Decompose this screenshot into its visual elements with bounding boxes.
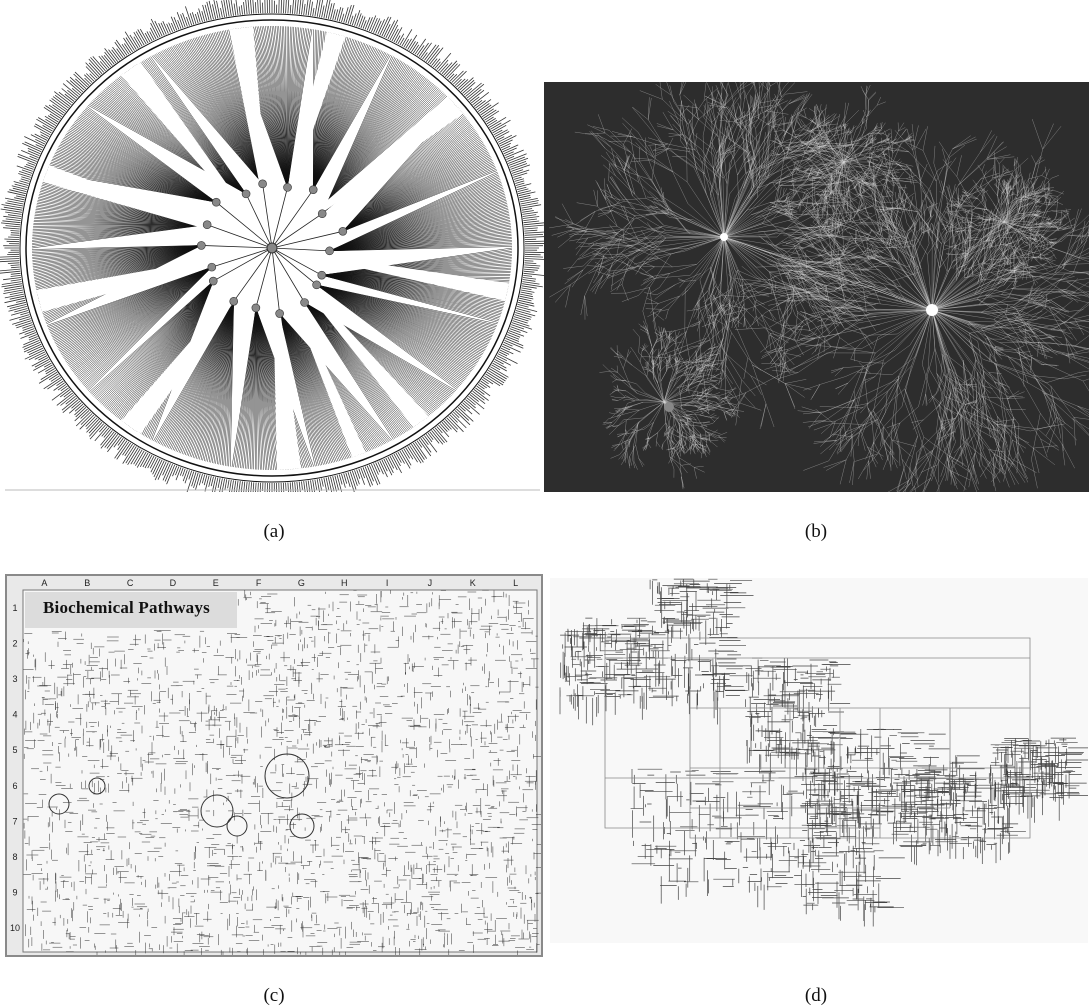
column-label: J — [428, 578, 433, 588]
column-label: F — [256, 578, 262, 588]
row-label: 8 — [12, 852, 17, 862]
pathways-title: Biochemical Pathways — [43, 598, 210, 618]
row-label: 6 — [12, 781, 17, 791]
row-label: 5 — [12, 745, 17, 755]
column-label: D — [170, 578, 177, 588]
caption-b: (b) — [776, 521, 856, 543]
column-label: L — [513, 578, 518, 588]
caption-a: (a) — [234, 521, 314, 543]
row-label: 10 — [10, 923, 20, 933]
row-label: 4 — [12, 710, 17, 720]
row-label: 2 — [12, 638, 17, 648]
radial-network-figure — [0, 0, 545, 492]
row-label: 3 — [12, 674, 17, 684]
column-label: K — [470, 578, 476, 588]
row-label: 9 — [12, 888, 17, 898]
row-label: 7 — [12, 816, 17, 826]
pathways-svg: A B C D E F G H I J K L 1 2 3 4 5 6 7 8 9 10 — [7, 576, 541, 955]
column-label: C — [127, 578, 134, 588]
biochemical-pathways-figure: A B C D E F G H I J K L 1 2 3 4 5 6 7 8 9 10 Biochemical Path… — [5, 574, 543, 957]
internet-map-figure — [544, 82, 1089, 492]
caption-d: (d) — [776, 985, 856, 1007]
column-label: I — [386, 578, 389, 588]
column-label: G — [298, 578, 305, 588]
column-label: H — [341, 578, 348, 588]
orthogonal-network-figure — [550, 578, 1088, 943]
row-label: 1 — [12, 603, 17, 613]
column-label: B — [84, 578, 90, 588]
column-label: E — [213, 578, 219, 588]
caption-c: (c) — [234, 985, 314, 1007]
column-label: A — [41, 578, 47, 588]
radial-network-svg — [0, 0, 545, 492]
internet-map-svg — [544, 82, 1089, 492]
orthogonal-network-svg — [550, 578, 1088, 943]
